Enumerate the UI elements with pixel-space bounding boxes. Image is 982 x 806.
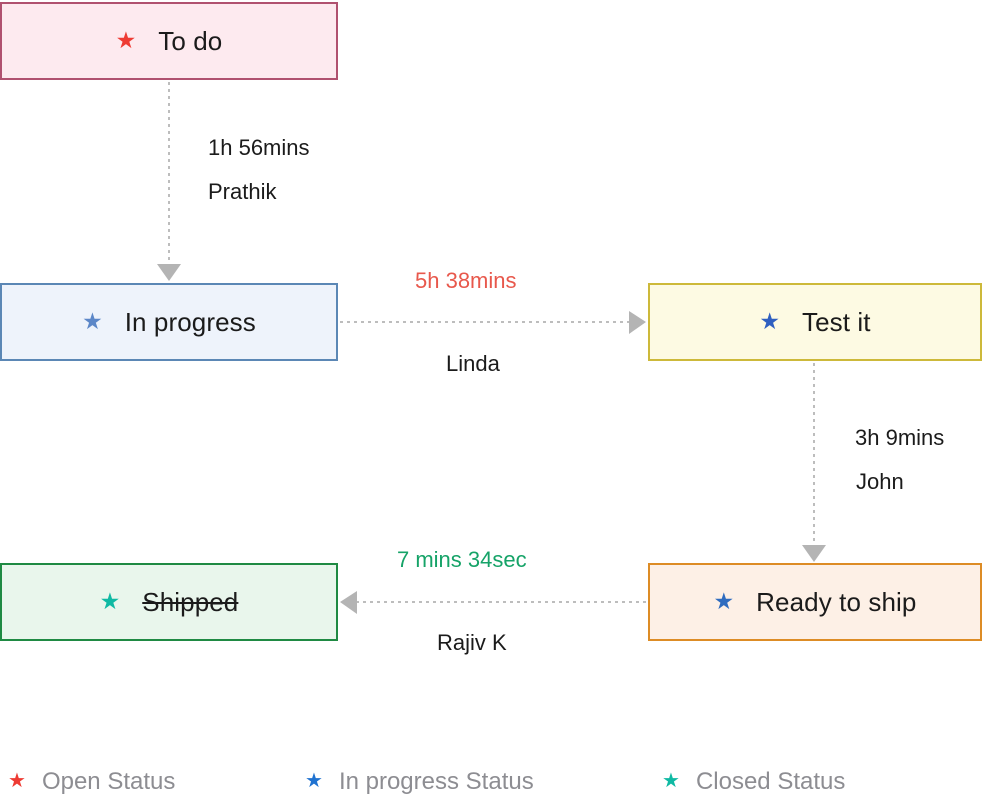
edge-user-todo-to-inprogress: Prathik bbox=[208, 179, 277, 204]
star-icon: ★ bbox=[662, 770, 680, 792]
legend-item-closed-status: ★ Closed Status bbox=[662, 768, 845, 796]
legend-item-open-status: ★ Open Status bbox=[8, 768, 175, 796]
connector-inprogress-to-testit bbox=[340, 311, 646, 334]
status-node-label: Test it bbox=[802, 306, 871, 337]
legend-item-label: In progress Status bbox=[338, 768, 534, 795]
star-icon: ★ bbox=[8, 770, 26, 792]
arrowhead-right-icon bbox=[629, 311, 646, 334]
star-icon: ★ bbox=[713, 587, 735, 614]
edge-user-inprogress-to-testit: Linda bbox=[446, 351, 500, 376]
status-node-ready-to-ship[interactable]: ★ Ready to ship bbox=[648, 563, 982, 641]
legend-item-label: Open Status bbox=[41, 768, 176, 795]
edge-duration-testit-to-readytoship: 3h 9mins bbox=[855, 425, 945, 450]
edge-user-readytoship-to-shipped: Rajiv K bbox=[437, 630, 507, 655]
status-node-label: To do bbox=[158, 25, 223, 56]
edge-duration-inprogress-to-testit: 5h 38mins bbox=[415, 268, 517, 293]
arrowhead-down-icon bbox=[157, 264, 181, 281]
edge-duration-todo-to-inprogress: 1h 56mins bbox=[208, 135, 310, 160]
connector-todo-to-inprogress bbox=[157, 82, 181, 281]
connector-readytoship-to-shipped bbox=[340, 591, 646, 614]
legend-item-label: Closed Status bbox=[695, 768, 846, 795]
star-icon: ★ bbox=[99, 587, 121, 614]
status-node-in-progress[interactable]: ★ In progress bbox=[0, 283, 338, 361]
star-icon: ★ bbox=[305, 770, 323, 792]
edge-duration-readytoship-to-shipped: 7 mins 34sec bbox=[397, 547, 527, 572]
star-icon: ★ bbox=[759, 307, 780, 334]
connector-testit-to-readytoship bbox=[802, 363, 826, 562]
status-node-label: In progress bbox=[124, 306, 256, 337]
status-node-label: Ready to ship bbox=[756, 586, 917, 617]
star-icon: ★ bbox=[82, 307, 103, 334]
arrowhead-down-icon bbox=[802, 545, 826, 562]
status-node-test-it[interactable]: ★ Test it bbox=[648, 283, 982, 361]
legend-item-in-progress-status: ★ In progress Status bbox=[305, 768, 534, 796]
star-icon: ★ bbox=[115, 26, 137, 53]
status-legend: ★ Open Status ★ In progress Status ★ Clo… bbox=[0, 768, 982, 806]
status-node-to-do[interactable]: ★ To do bbox=[0, 2, 338, 80]
status-node-shipped[interactable]: ★ Shipped bbox=[0, 563, 338, 641]
status-node-label: Shipped bbox=[142, 586, 239, 617]
arrowhead-left-icon bbox=[340, 591, 357, 614]
edge-user-testit-to-readytoship: John bbox=[856, 469, 904, 494]
